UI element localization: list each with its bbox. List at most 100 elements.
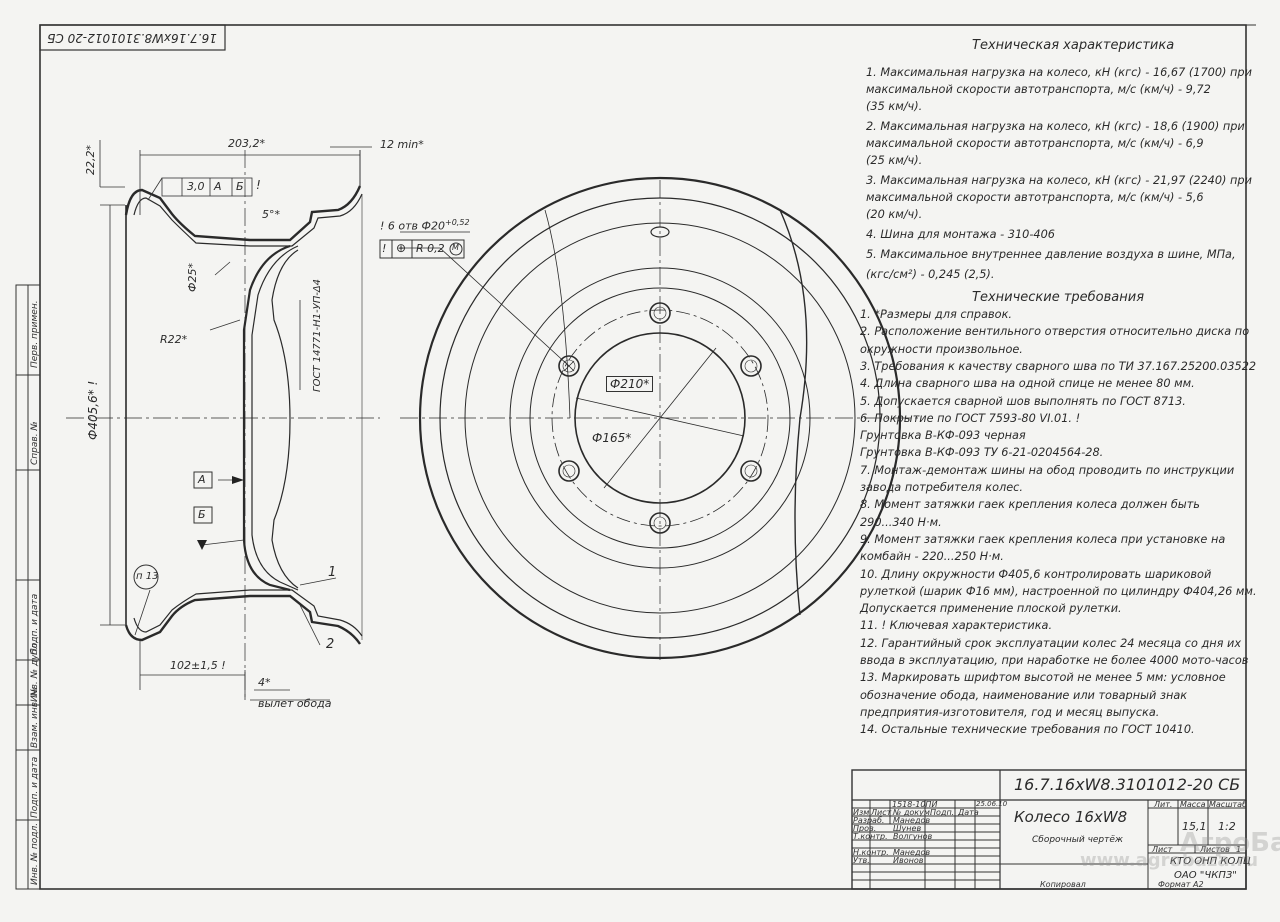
header-lit: Лит. [1154,800,1173,809]
position-m-mark: M [452,243,459,252]
dim-pcd-210: Ф210* [606,376,654,392]
dim-12min: 12 min* [380,138,424,151]
stamp-first-use: Перв. примен. [30,300,40,368]
key-mark: ! [256,178,261,192]
tech-char-line: 3. Максимальная нагрузка на колесо, кН (… [866,174,1252,187]
dim-diameter: Ф405,6* ! [86,380,100,440]
format-label: Формат А2 [1158,880,1204,889]
tech-req-line: 12. Гарантийный срок эксплуатации колес … [860,636,1242,650]
hdr-sign: Подп. [930,808,955,817]
role-person: Шунев [893,824,922,833]
header-scale: Масштаб [1209,800,1248,809]
tech-char-line: 2. Максимальная нагрузка на колесо, кН (… [866,120,1245,133]
tech-req-line: 11. ! Ключевая характеристика. [860,619,1053,633]
tech-char-line: 4. Шина для монтажа - 310-406 [866,228,1055,241]
tech-char-line: (35 км/ч). [866,100,923,113]
section-dimensions [99,140,372,701]
org-company: ОАО "ЧКПЗ" [1174,870,1237,881]
callout-1: 1 [328,565,337,580]
tech-req-line: 9. Момент затяжки гаек крепления колеса … [860,532,1226,546]
tech-req-line: 13. Маркировать шрифтом высотой не менее… [860,671,1226,685]
mass-value: 15,1 [1182,820,1207,833]
stamp-ref-no: Справ. № [30,421,40,465]
title-drawing-type: Сборочный чертёж [1032,835,1124,845]
position-tolerance: R 0,2 [416,242,445,255]
hdr-change: Изм [853,808,870,817]
tech-req-line: 3. Требования к качеству сварного шва по… [860,359,1257,373]
tech-char-line: (кгс/см²) - 0,245 (2,5). [866,268,995,281]
title-designation: 16.7.16xW8.3101012-20 СБ [1014,775,1241,794]
doc-code-box [39,24,226,51]
note-ref-13: п 13 [136,571,159,582]
stamp-sign-date-2: Подп. и дата [30,756,40,818]
datum-a-label: А [198,473,206,486]
rim-offset-label: вылет обода [258,697,332,710]
stamp-replace-inv: Взам. инв. № [30,686,40,748]
dim-angle: 5°* [262,208,280,221]
dim-h22: 22,2* [84,145,97,175]
role-label: Н.контр. [853,848,889,857]
tech-char-line: 5. Максимальное внутреннее давление возд… [866,248,1236,261]
sheets-label: Листов [1200,845,1230,854]
tech-req-line: Грунтовка В-КФ-093 ТУ 6-21-0204564-28. [860,446,1104,460]
tech-req-line: 1. *Размеры для справок. [860,308,1013,321]
header-mass: Масса [1180,800,1206,809]
sheet-label: Лист [1152,845,1173,854]
tech-req-line: 14. Остальные технические требования по … [860,723,1195,737]
dim-d25: Ф25* [186,263,199,292]
tech-req-line: комбайн - 220...250 Н·м. [860,550,1004,564]
role-person: Волгунов [893,832,933,841]
hdr-sheet: Лист [871,808,892,817]
tech-req-line: предприятия-изготовителя, год и месяц вы… [860,705,1160,719]
org-dept: КТО ОНП КОЛЦ [1170,856,1251,867]
dim-r22: R22* [160,333,188,346]
copied-label: Копировал [1040,880,1086,889]
dim-center-165: Ф165* [592,431,632,445]
stamp-orig-inv: Инв. № подл. [30,822,40,885]
holes-count: 6 отв Ф20 [387,219,446,233]
side-stamp-columns [15,284,41,890]
tech-req-line: 5. Допускается сварной шов выполнять по … [860,394,1186,408]
tech-req-line: 2. Расположение вентильного отверстия от… [860,325,1250,339]
dim-4: 4* [258,676,271,689]
datum-b-label: Б [198,508,206,521]
dim-width: 203,2* [228,137,265,150]
dim-offset-102: 102±1,5 ! [170,659,226,672]
hdr-doc-no: № докум. [893,808,933,817]
tech-req-line: окружности произвольное. [860,342,1023,356]
tolerance-value: 3,0 [187,180,205,193]
rim-section [66,150,380,700]
role-person: Манедов [893,848,931,857]
tech-req-line: 8. Момент затяжки гаек крепления колеса … [860,498,1200,512]
holes-key-mark: ! [380,219,385,233]
tech-req-line: обозначение обода, наименование или това… [860,688,1188,702]
role-label: Разраб. [853,816,885,825]
role-person: Манедов [893,816,931,825]
tech-req-line: рулеткой (шарик Ф16 мм), настроенной по … [860,584,1257,598]
sheets-value: 1 [1236,845,1242,854]
tech-char-line: максимальной скорости автотранспорта, м/… [866,191,1204,204]
holes-spec: ! 6 отв Ф20+0,52 [380,218,470,233]
rev-date: 25.06.10 [976,800,1008,808]
tech-char-line: (25 км/ч). [866,154,923,167]
role-person: Ивонов [893,856,924,865]
tech-char-line: максимальной скорости автотранспорта, м/… [866,83,1211,96]
tech-req-line: Допускается применение плоской рулетки. [860,602,1122,616]
tech-req-line: ввода в эксплуатацию, при наработке не б… [860,654,1249,667]
role-label: Т.контр. [853,832,888,841]
callout-2: 2 [326,637,335,652]
tech-char-line: максимальной скорости автотранспорта, м/… [866,137,1204,150]
tech-req-line: 6. Покрытие по ГОСТ 7593-80 VI.01. ! [860,411,1081,425]
weld-standard: ГОСТ 14771-Н1-УП-Δ4 [312,278,323,392]
wheel-front-view [400,176,920,660]
datum-b-ref: Б [236,180,244,193]
watermark-url: www.agrobaza.ru [1080,850,1259,871]
holes-tolerance: +0,52 [445,218,470,227]
title-part-name: Колесо 16xW8 [1014,808,1128,826]
tech-req-line: 4. Длина сварного шва на одной спице не … [860,377,1195,391]
tech-req-line: Грунтовка В-КФ-093 черная [860,429,1026,443]
position-symbol: ⊕ [396,241,407,255]
rev-document: 1518-10ПИ [892,800,938,809]
